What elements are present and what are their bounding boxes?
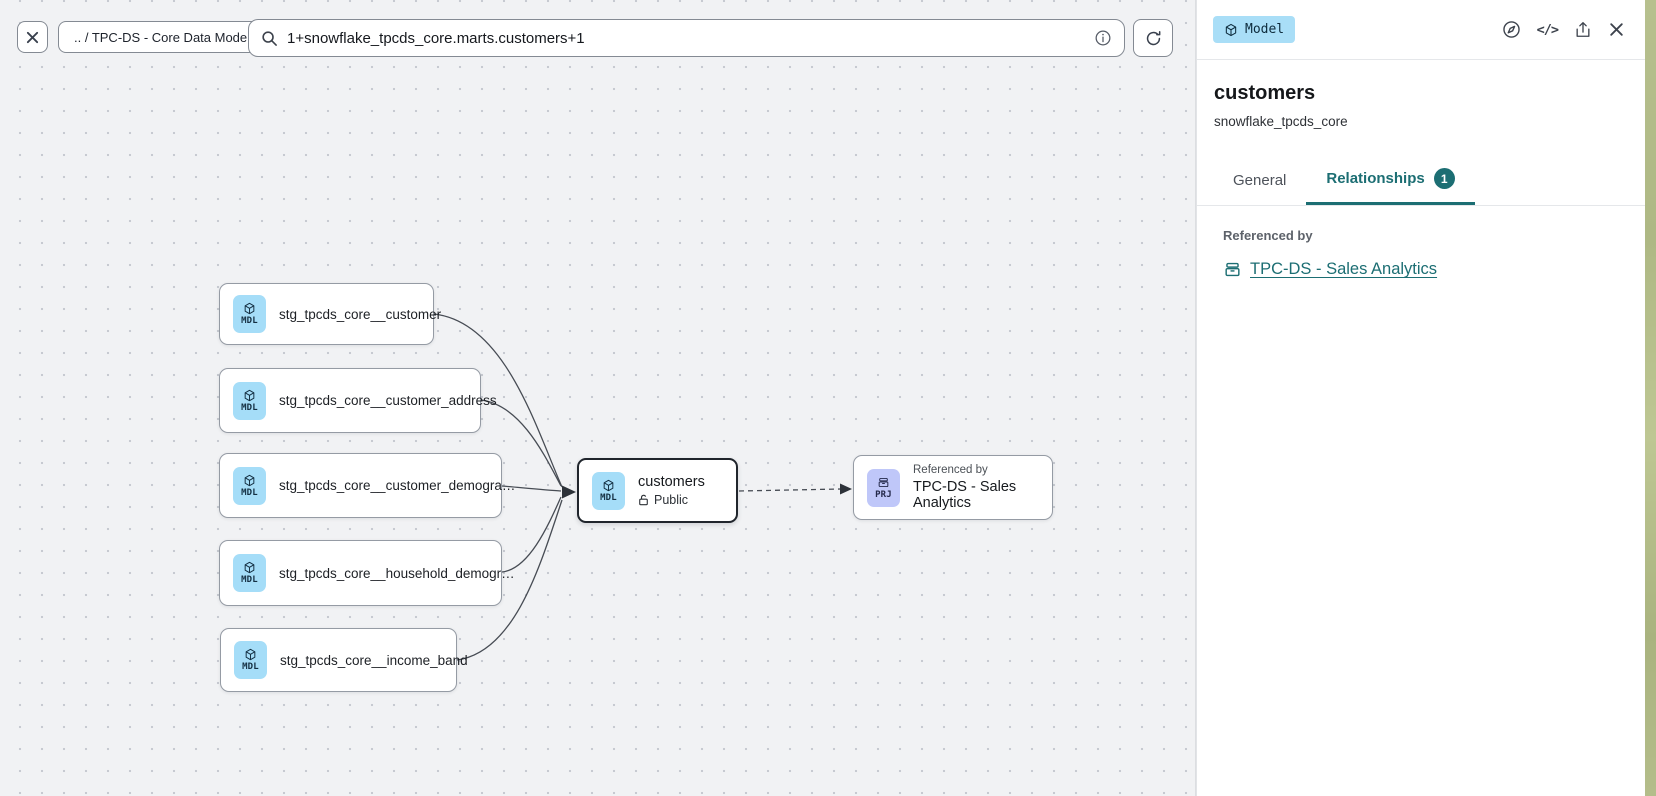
model-type-badge: MDL (233, 295, 266, 333)
search-icon (261, 30, 278, 47)
referenced-by-section: Referenced by TPC-DS - Sales Analytics (1197, 206, 1645, 279)
model-badge-label: MDL (242, 662, 259, 672)
tab-label: Relationships (1326, 170, 1425, 187)
model-node-stg-household-demographics[interactable]: MDL stg_tpcds_core__household_demogr… (219, 540, 515, 606)
model-node-stg-customer-address[interactable]: MDL stg_tpcds_core__customer_address (219, 368, 497, 433)
cube-icon (243, 474, 256, 487)
refresh-lineage-button[interactable] (1133, 19, 1173, 57)
cube-icon (244, 648, 257, 661)
model-node-stg-customer-demographics[interactable]: MDL stg_tpcds_core__customer_demogra… (219, 453, 515, 518)
model-badge-label: MDL (241, 316, 258, 326)
project-node-sales-analytics[interactable]: PRJ Referenced by TPC-DS - Sales Analyti… (853, 455, 1053, 520)
referenced-project-link[interactable]: TPC-DS - Sales Analytics (1250, 260, 1438, 278)
relationships-count-badge: 1 (1433, 168, 1455, 189)
referenced-by-item[interactable]: TPC-DS - Sales Analytics (1223, 260, 1619, 279)
project-badge-label: PRJ (875, 489, 892, 500)
model-type-badge: MDL (233, 466, 266, 505)
resource-type-label: Model (1245, 22, 1285, 37)
model-badge-label: MDL (241, 487, 258, 498)
node-label: TPC-DS - Sales Analytics (913, 479, 1017, 511)
resource-title: customers (1214, 82, 1316, 104)
search-input[interactable] (287, 29, 1085, 47)
lineage-search[interactable] (248, 19, 1125, 57)
tab-general[interactable]: General (1213, 160, 1306, 205)
lineage-canvas[interactable]: MDL stg_tpcds_core__customer MDL stg_tpc… (0, 0, 1196, 796)
drawer-icon (1223, 260, 1242, 279)
refresh-icon (1144, 29, 1163, 48)
model-node-stg-income-band[interactable]: MDL stg_tpcds_core__income_band (220, 628, 468, 692)
model-badge-label: MDL (600, 492, 617, 503)
cube-icon (243, 302, 256, 315)
referenced-by-label: Referenced by (1223, 228, 1313, 243)
model-type-badge: MDL (234, 641, 267, 679)
cube-icon (243, 561, 256, 574)
model-type-badge: MDL (233, 554, 266, 592)
node-label: stg_tpcds_core__customer_demogra… (279, 478, 516, 493)
tab-relationships[interactable]: Relationships 1 (1306, 156, 1475, 205)
code-icon[interactable]: </> (1536, 21, 1559, 38)
breadcrumb-label: .. / TPC-DS - Core Data Models (74, 29, 257, 45)
model-node-stg-customer[interactable]: MDL stg_tpcds_core__customer (219, 283, 441, 345)
model-badge-label: MDL (241, 402, 258, 413)
details-panel: Model </> customers snowflake_tpcds_core (1196, 0, 1645, 796)
model-type-badge: MDL (233, 381, 266, 420)
drawer-icon (877, 476, 890, 489)
cube-icon (243, 389, 256, 402)
resource-type-badge: Model (1213, 16, 1296, 43)
model-badge-label: MDL (241, 575, 258, 585)
project-type-badge: PRJ (867, 468, 900, 507)
node-label: customers (638, 474, 705, 490)
model-node-customers-selected[interactable]: MDL customers Public (577, 458, 738, 523)
cube-icon (1224, 23, 1238, 37)
close-lineage-button[interactable] (17, 21, 48, 53)
breadcrumb[interactable]: .. / TPC-DS - Core Data Models (58, 21, 273, 53)
desktop-wallpaper-strip (1645, 0, 1656, 796)
lineage-edges (433, 313, 852, 661)
node-kicker: Referenced by (913, 464, 988, 476)
node-label: stg_tpcds_core__income_band (280, 652, 468, 668)
details-panel-header: Model </> (1197, 0, 1645, 60)
details-panel-body: customers snowflake_tpcds_core (1197, 60, 1645, 129)
lock-open-icon (638, 494, 649, 506)
cube-icon (602, 479, 615, 492)
info-icon[interactable] (1094, 29, 1112, 47)
tab-label: General (1233, 172, 1287, 189)
explore-compass-icon[interactable] (1501, 19, 1522, 40)
node-label: stg_tpcds_core__customer (279, 306, 442, 322)
node-visibility-label: Public (654, 493, 689, 507)
model-type-badge: MDL (592, 471, 625, 510)
node-visibility: Public (638, 493, 705, 507)
node-label: stg_tpcds_core__household_demogr… (279, 565, 515, 581)
share-icon[interactable] (1573, 20, 1593, 40)
close-icon (25, 30, 40, 45)
panel-tabs: General Relationships 1 (1197, 156, 1645, 206)
node-label: stg_tpcds_core__customer_address (279, 393, 497, 408)
close-panel-icon[interactable] (1608, 21, 1625, 38)
resource-package: snowflake_tpcds_core (1214, 114, 1348, 129)
